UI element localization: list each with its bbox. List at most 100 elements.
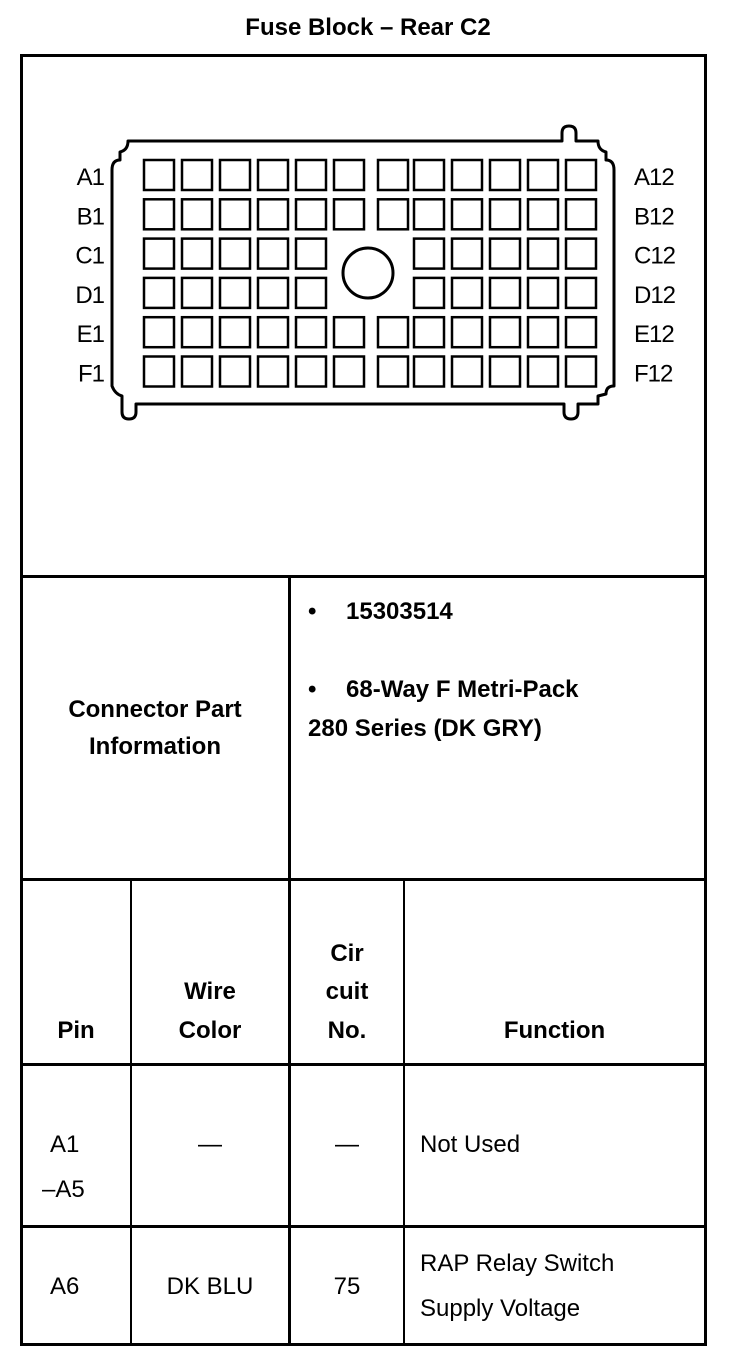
pin-cavity bbox=[256, 237, 290, 270]
row-label-left: F1 bbox=[78, 361, 105, 388]
pin-cavity bbox=[294, 315, 328, 349]
row-label-right: C12 bbox=[634, 243, 676, 270]
pin-cavity bbox=[450, 158, 484, 192]
pin-cavity bbox=[376, 315, 410, 349]
pin-cavities bbox=[142, 158, 598, 388]
pin-cavity bbox=[526, 158, 560, 192]
pin-cavity bbox=[180, 276, 214, 310]
pin-cavity bbox=[294, 237, 328, 270]
pin-cavity bbox=[218, 315, 252, 349]
part-info-label-line1: Connector Part bbox=[68, 696, 242, 723]
pin-cavity bbox=[218, 158, 252, 192]
pin-cavity bbox=[412, 315, 446, 349]
bullet-2: • bbox=[308, 676, 317, 703]
pin-cavity bbox=[564, 315, 598, 349]
row-label-right: F12 bbox=[634, 361, 673, 388]
pin-cavity bbox=[526, 237, 560, 270]
pin-cavity bbox=[256, 198, 290, 231]
pin-cavity bbox=[450, 276, 484, 310]
connector-outline bbox=[110, 124, 616, 421]
pin-cavity bbox=[450, 198, 484, 231]
part-info-label-line2: Information bbox=[89, 733, 221, 760]
pin-cavity bbox=[294, 158, 328, 192]
pin-cavity bbox=[180, 355, 214, 388]
pin-cavity bbox=[218, 276, 252, 310]
pin-cavity bbox=[412, 158, 446, 192]
pin-cavity bbox=[294, 198, 328, 231]
row-label-left: A1 bbox=[77, 164, 105, 191]
pin-cavity bbox=[564, 198, 598, 231]
header-wire-color-line2: Color bbox=[178, 1017, 242, 1044]
pin-cavity bbox=[488, 315, 522, 349]
pin-cavity bbox=[332, 315, 366, 349]
pin-cell-line2: –A5 bbox=[42, 1176, 85, 1203]
pin-cavity bbox=[450, 237, 484, 270]
pin-cavity bbox=[180, 315, 214, 349]
pin-cell-line1: A1 bbox=[50, 1131, 80, 1158]
pin-cavity bbox=[450, 355, 484, 388]
bullet-1: • bbox=[308, 598, 317, 625]
pin-cavity bbox=[564, 355, 598, 388]
pin-cavity bbox=[564, 276, 598, 310]
connector-type-line1: 68-Way F Metri-Pack bbox=[346, 676, 579, 703]
pin-cavity bbox=[218, 355, 252, 388]
pin-cavity bbox=[526, 276, 560, 310]
row-label-left: C1 bbox=[75, 243, 104, 270]
pin-cavity bbox=[412, 355, 446, 388]
pin-cavity bbox=[332, 355, 366, 388]
pin-cavity bbox=[526, 315, 560, 349]
pin-cavity bbox=[256, 158, 290, 192]
part-number: 15303514 bbox=[346, 598, 453, 625]
row-label-right: B12 bbox=[634, 203, 674, 230]
pin-cavity bbox=[142, 276, 176, 310]
pin-cavity bbox=[180, 158, 214, 192]
pin-cavity bbox=[488, 237, 522, 270]
row-label-left: B1 bbox=[77, 203, 105, 230]
row-label-left: D1 bbox=[75, 282, 104, 309]
pin-cavity bbox=[488, 355, 522, 388]
pin-cavity bbox=[488, 198, 522, 231]
wire-color-cell: — bbox=[198, 1131, 222, 1158]
header-pin: Pin bbox=[57, 1017, 95, 1044]
pin-cavity bbox=[218, 237, 252, 270]
pin-cavity bbox=[256, 315, 290, 349]
row-label-left: E1 bbox=[77, 321, 105, 348]
row-label-right: E12 bbox=[634, 321, 674, 348]
pin-cavity bbox=[412, 276, 446, 310]
pin-cavity bbox=[376, 355, 410, 388]
header-circuit-line1: Cir bbox=[330, 940, 364, 967]
pin-cavity bbox=[142, 158, 176, 192]
header-circuit-line2: cuit bbox=[325, 978, 369, 1005]
row-label-right: A12 bbox=[634, 164, 674, 191]
connector-type-line2: 280 Series (DK GRY) bbox=[308, 715, 542, 742]
pin-cavity bbox=[256, 355, 290, 388]
function-cell: Not Used bbox=[420, 1131, 521, 1158]
circuit-cell: — bbox=[335, 1131, 359, 1158]
pin-cavity bbox=[412, 198, 446, 231]
header-circuit-line3: No. bbox=[327, 1017, 367, 1044]
pin-cavity bbox=[526, 198, 560, 231]
pin-cell: A6 bbox=[50, 1273, 80, 1300]
wire-color-cell: DK BLU bbox=[166, 1273, 254, 1300]
page-title: Fuse Block – Rear C2 bbox=[245, 14, 491, 41]
header-function: Function bbox=[503, 1017, 606, 1044]
pin-cavity bbox=[180, 198, 214, 231]
pin-cavity bbox=[180, 237, 214, 270]
pin-cavity bbox=[332, 198, 366, 231]
pin-cavity bbox=[376, 158, 410, 192]
pin-cavity bbox=[488, 276, 522, 310]
row-label-right: D12 bbox=[634, 282, 676, 309]
pin-cavity bbox=[218, 198, 252, 231]
pin-cavity bbox=[450, 315, 484, 349]
pin-cavity bbox=[376, 198, 410, 231]
pin-cavity bbox=[142, 198, 176, 231]
circuit-cell: 75 bbox=[333, 1273, 361, 1300]
pin-cavity bbox=[332, 158, 366, 192]
pin-cavity bbox=[488, 158, 522, 192]
pin-cavity bbox=[564, 237, 598, 270]
pin-cavity bbox=[256, 276, 290, 310]
pin-cavity bbox=[294, 355, 328, 388]
header-wire-color-line1: Wire bbox=[184, 978, 236, 1005]
